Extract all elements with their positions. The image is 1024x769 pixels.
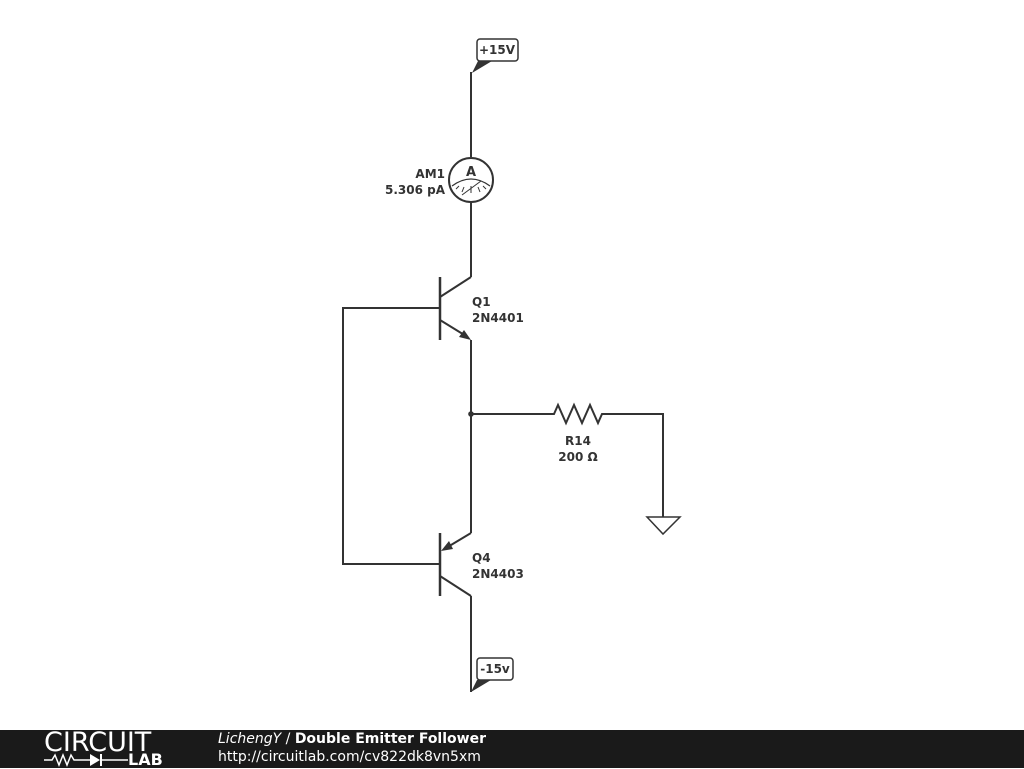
supply-negative-label: -15v [480, 662, 510, 676]
ammeter-symbol: A [466, 165, 476, 180]
r14-name: R14 [565, 434, 591, 448]
circuit-title[interactable]: Double Emitter Follower [294, 731, 486, 747]
ammeter-am1: A AM1 5.306 pA [385, 157, 494, 203]
ammeter-scale-arc [451, 178, 491, 187]
r14-value: 200 Ω [558, 450, 597, 464]
supply-positive-box [476, 38, 519, 62]
author-link[interactable]: LichengY [218, 731, 282, 747]
q1-emitter-arrow [459, 330, 471, 340]
circuit-url-link[interactable]: http://circuitlab.com/cv822dk8vn5xm [218, 749, 481, 765]
supply-negative: -15v [471, 657, 514, 692]
circuit-title-line: LichengY / Double Emitter Follower [218, 731, 486, 748]
logo-text-bottom: LAB [128, 750, 163, 769]
circuit-schematic: +15V A AM1 5.306 pA Q1 2N4401 R14 200 Ω [342, 38, 682, 692]
ammeter-reading: 5.306 pA [385, 183, 446, 197]
ammeter-needle [461, 180, 482, 196]
transistor-q4: Q4 2N4403 [438, 532, 524, 597]
q1-name: Q1 [472, 295, 491, 309]
q4-name: Q4 [472, 551, 491, 565]
r14-wire-and-zigzag [471, 402, 664, 517]
q4-collector [439, 575, 472, 597]
resistor-r14: R14 200 Ω [471, 402, 664, 517]
q1-part: 2N4401 [472, 311, 524, 325]
circuitlab-logo[interactable]: CIRCUIT LAB [42, 727, 177, 769]
supply-positive: +15V [472, 38, 519, 73]
wire-base-loop [342, 307, 440, 565]
q4-emitter-arrow [441, 541, 453, 551]
ground-symbol [645, 516, 682, 536]
transistor-q1: Q1 2N4401 [438, 276, 524, 350]
logo-resistor-diode-icon [44, 753, 128, 767]
logo-text-top: CIRCUIT [44, 727, 152, 758]
supply-positive-label: +15V [479, 43, 516, 57]
q1-collector [439, 276, 472, 298]
supply-positive-arrow [472, 61, 492, 73]
supply-negative-arrow [471, 680, 491, 692]
ammeter-name: AM1 [415, 167, 445, 181]
q4-part: 2N4403 [472, 567, 524, 581]
title-separator: / [281, 731, 295, 747]
footer-bar: CIRCUIT LAB LichengY / Double Emitter Fo… [0, 727, 1024, 769]
supply-negative-box [476, 657, 514, 681]
